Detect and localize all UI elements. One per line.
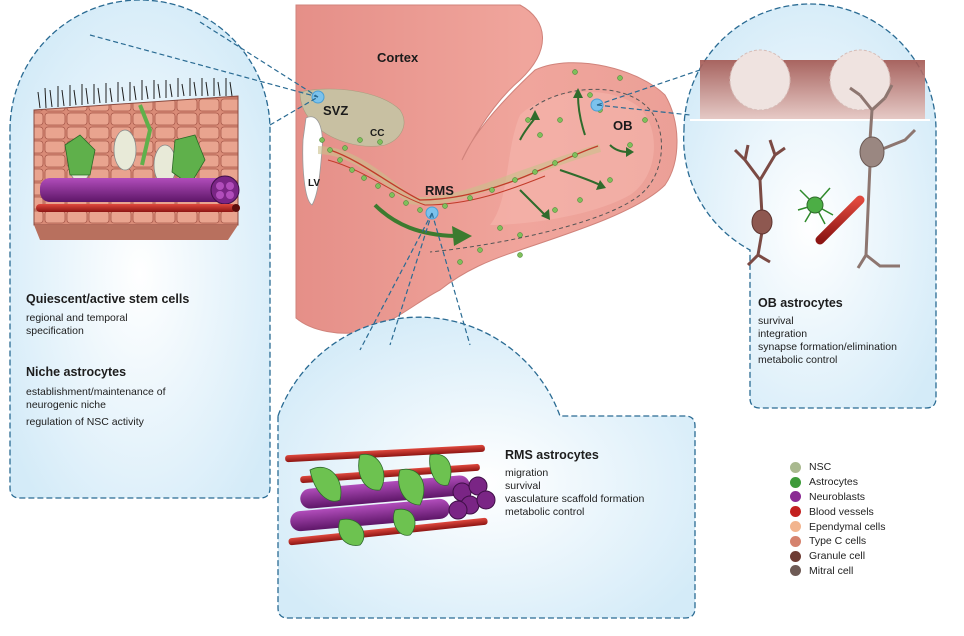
svz-heading-niche-astrocytes: Niche astrocytes bbox=[26, 365, 127, 379]
rms-vessels bbox=[329, 145, 599, 201]
label-cc: CC bbox=[370, 128, 385, 139]
legend-label: Mitral cell bbox=[809, 564, 854, 577]
legend-swatch bbox=[790, 565, 801, 577]
rms-cells-illustration bbox=[285, 444, 496, 546]
ob-body-line-1: survival bbox=[758, 315, 794, 327]
legend-label: Blood vessels bbox=[809, 505, 874, 518]
ob-body-line-2: integration bbox=[758, 328, 808, 340]
legend-item-granule-cell: Granule cell bbox=[790, 549, 885, 564]
label-svz: SVZ bbox=[323, 103, 349, 118]
legend-swatch bbox=[790, 550, 801, 562]
svz-niche-line-1: establishment/maintenance of bbox=[26, 386, 166, 398]
rms-body-line-2: survival bbox=[505, 480, 541, 492]
legend-swatch bbox=[790, 535, 801, 547]
ob-heading: OB astrocytes bbox=[758, 296, 843, 310]
legend-label: Astrocytes bbox=[809, 476, 859, 489]
label-ob: OB bbox=[613, 118, 633, 133]
legend-item-neuroblasts: Neuroblasts bbox=[790, 490, 885, 505]
label-rms: RMS bbox=[425, 183, 454, 198]
svz-heading-stem-cells: Quiescent/active stem cells bbox=[26, 292, 190, 306]
label-lv: LV bbox=[308, 178, 321, 189]
brain-section bbox=[295, 4, 678, 334]
legend-label: NSC bbox=[809, 461, 832, 474]
svz-niche-line-2: neurogenic niche bbox=[26, 399, 106, 411]
rms-body-line-1: migration bbox=[505, 467, 549, 479]
svz-niche-illustration bbox=[33, 78, 240, 240]
ob-body-line-3: synapse formation/elimination bbox=[758, 341, 897, 353]
migration-arrowheads bbox=[530, 88, 634, 220]
legend-swatch bbox=[790, 506, 801, 518]
legend-item-astrocytes: Astrocytes bbox=[790, 475, 885, 490]
rms-body-line-4: metabolic control bbox=[505, 506, 585, 518]
legend-item-type-c-cells: Type C cells bbox=[790, 534, 885, 549]
label-cortex: Cortex bbox=[377, 50, 419, 65]
rms-direction-arrowhead bbox=[452, 226, 472, 246]
rms-heading: RMS astrocytes bbox=[505, 448, 599, 462]
legend-item-nsc: NSC bbox=[790, 460, 885, 475]
legend-label: Granule cell bbox=[809, 550, 866, 563]
ob-boundary-dashed bbox=[429, 88, 662, 253]
connector-lines bbox=[89, 21, 701, 351]
legend-label: Ependymal cells bbox=[809, 520, 886, 533]
svz-body-line-1: regional and temporal bbox=[26, 312, 128, 324]
lateral-ventricle bbox=[302, 116, 323, 206]
rms-astrocyte-dots bbox=[319, 69, 648, 265]
legend-swatch bbox=[790, 476, 801, 488]
svz-niche-line-3: regulation of NSC activity bbox=[26, 416, 144, 428]
rms-body-line-3: vasculature scaffold formation bbox=[505, 493, 645, 505]
legend-swatch bbox=[790, 491, 801, 503]
ob-body-line-4: metabolic control bbox=[758, 354, 838, 366]
svz-body-line-2: specification bbox=[26, 325, 84, 337]
ob-cells-illustration bbox=[690, 49, 930, 269]
legend-item-blood-vessels: Blood vessels bbox=[790, 504, 885, 519]
rms-vessels-2 bbox=[327, 159, 546, 206]
rms-callout-bubble[interactable] bbox=[277, 316, 696, 619]
legend-item-ependymal-cells: Ependymal cells bbox=[790, 519, 885, 534]
cell-type-legend: NSC Astrocytes Neuroblasts Blood vessels… bbox=[790, 460, 885, 578]
legend-swatch bbox=[790, 521, 801, 533]
brain-sagittal-slice bbox=[295, 4, 678, 334]
legend-item-mitral-cell: Mitral cell bbox=[790, 564, 885, 579]
legend-label: Neuroblasts bbox=[809, 490, 866, 503]
legend-swatch bbox=[790, 461, 801, 473]
legend-label: Type C cells bbox=[809, 535, 867, 548]
rms-direction-arrow bbox=[373, 203, 456, 238]
